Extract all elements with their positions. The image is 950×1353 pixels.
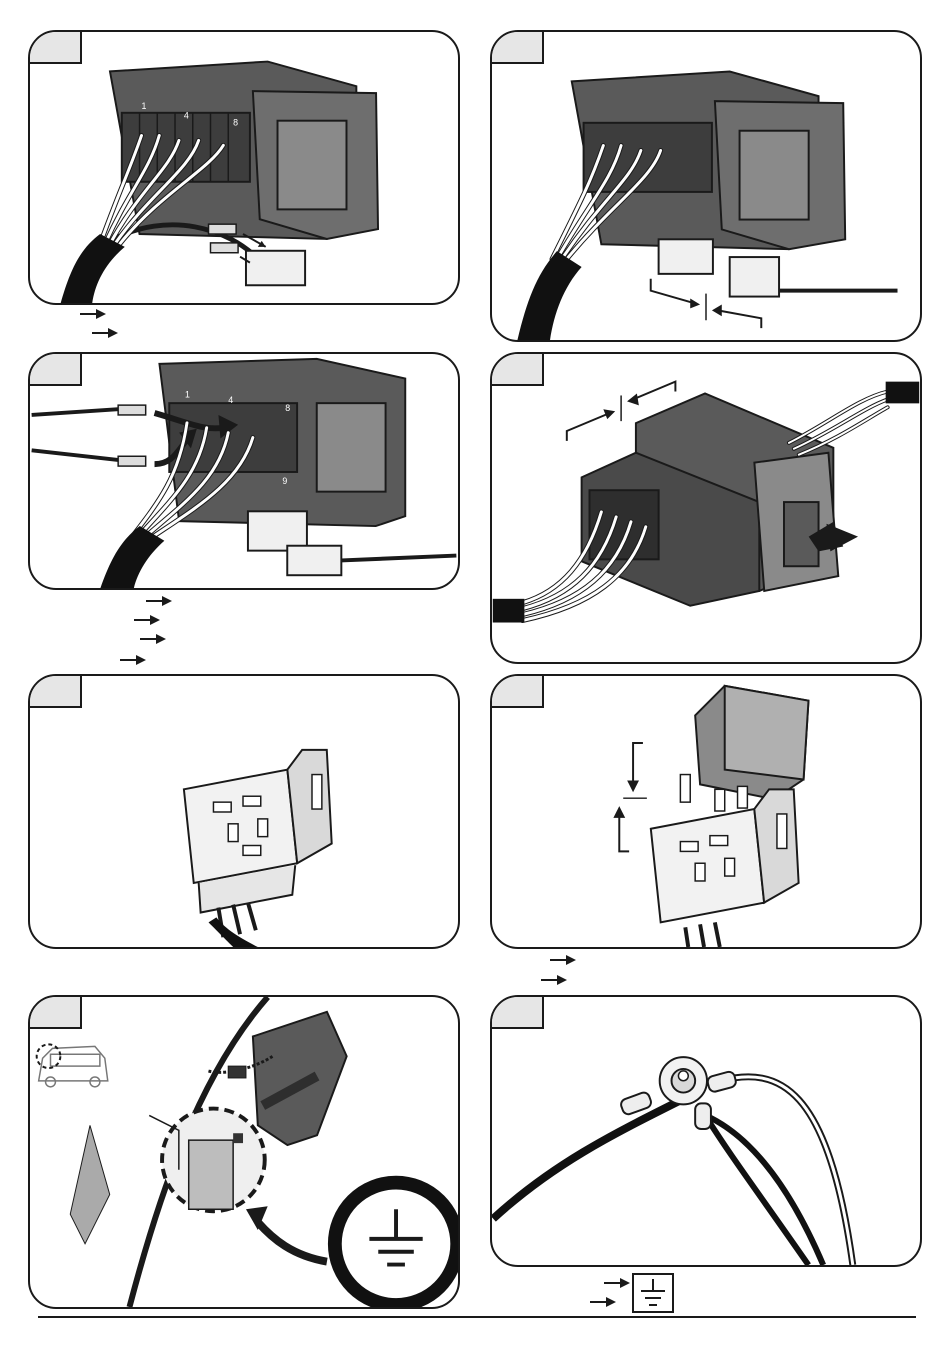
vehicle-ground-point-illustration [30,997,458,1307]
step-panel-7 [28,995,460,1309]
relay-socket-illustration [30,676,458,947]
step-panel-4 [490,352,922,664]
ground-stud-illustration [492,997,920,1265]
legend-arrow-7 [550,955,576,965]
legend-arrow-9 [604,1278,630,1288]
pin-insertion-illustration: 1 4 8 9 [30,354,458,588]
pin-label-1: 1 [142,101,147,111]
step-panel-3: 1 4 8 9 [28,352,460,590]
step-panel-6 [490,674,922,949]
housing-latch-illustration [492,354,920,662]
car-thumbnail-icon [39,1046,108,1086]
pin-label-8: 8 [285,403,290,413]
legend-arrow-5 [140,634,166,644]
legend-arrow-3 [146,596,172,606]
step-panel-2 [490,30,922,342]
pin-label-4: 4 [228,395,233,405]
connector-housing-illustration: 1 4 8 [30,32,458,303]
legend-arrow-2 [92,328,118,338]
ground-symbol-icon [632,1273,674,1313]
connector-mating-illustration [492,32,920,340]
pin-label-1: 1 [185,389,190,399]
legend-arrow-4 [134,615,160,625]
legend-arrow-1 [80,309,106,319]
ground-symbol-legend [632,1273,674,1313]
legend-arrow-10 [590,1297,616,1307]
step-panel-8 [490,995,922,1267]
relay-insertion-illustration [492,676,920,947]
legend-arrow-6 [120,655,146,665]
step-panel-5 [28,674,460,949]
pin-label-4: 4 [184,111,189,121]
footer-rule [38,1316,916,1318]
legend-arrow-8 [541,975,567,985]
pin-label-9: 9 [282,476,287,486]
pin-label-8: 8 [233,118,238,128]
step-panel-1: 1 4 8 [28,30,460,305]
